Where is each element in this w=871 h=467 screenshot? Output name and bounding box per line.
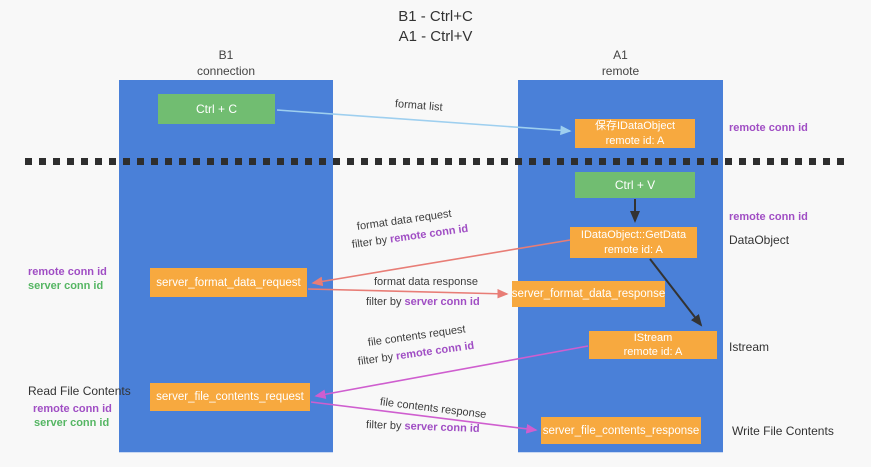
diagram-title: B1 - Ctrl+C A1 - Ctrl+V	[0, 7, 871, 46]
ctrl-v-label: Ctrl + V	[614, 178, 656, 192]
ctrl-c-label: Ctrl + C	[195, 102, 237, 116]
remote-conn-id-annotation-top: remote conn id	[729, 122, 808, 134]
format-data-response-arrow	[307, 288, 509, 299]
read-file-contents-annotation: Read File Contents	[28, 384, 131, 398]
istream-annotation: Istream	[729, 340, 770, 354]
title-line-1: B1 - Ctrl+C	[398, 8, 473, 25]
write-file-contents-annotation: Write File Contents	[732, 424, 834, 438]
server-format-data-request-label: server_format_data_request	[156, 276, 301, 289]
left-server-conn-id-annotation-2: server conn id	[34, 417, 110, 429]
server-file-contents-request-box: server_file_contents_request	[150, 383, 310, 411]
ctrl-v-box: Ctrl + V	[575, 172, 695, 198]
server-file-contents-response-label: server_file_contents_response	[542, 424, 700, 437]
server-conn-id-text: server conn id	[404, 420, 480, 435]
lane-b1-role: connection	[196, 64, 256, 79]
istream-line1: IStream	[633, 331, 673, 344]
server-format-data-response-box: server_format_data_response	[512, 281, 665, 307]
filter-by-text: filter by	[351, 234, 388, 251]
server-file-contents-request-label: server_file_contents_request	[156, 391, 304, 403]
ctrl-c-box: Ctrl + C	[158, 94, 275, 124]
filter-by-text: filter by	[366, 296, 402, 308]
format-data-response-label: format data response	[374, 276, 478, 288]
filter-by-text: filter by	[357, 351, 394, 368]
save-dataobject-line1: 保存IDataObject	[594, 120, 676, 133]
istream-box: IStream remote id: A	[589, 331, 717, 359]
left-remote-conn-id-annotation-2: remote conn id	[33, 403, 112, 415]
remote-conn-id-annotation-mid: remote conn id	[729, 211, 808, 223]
left-server-conn-id-annotation-1: server conn id	[28, 280, 104, 292]
getdata-line2: remote id: A	[604, 243, 663, 256]
save-dataobject-box: 保存IDataObject remote id: A	[575, 119, 695, 148]
lane-a1-role: remote	[601, 64, 640, 79]
file-contents-response-label: file contents response	[379, 396, 487, 421]
format-list-label: format list	[394, 98, 444, 114]
lane-header-a1: A1 remote	[518, 47, 723, 79]
getdata-line1: IDataObject::GetData	[580, 229, 687, 242]
left-remote-conn-id-annotation-1: remote conn id	[28, 266, 107, 278]
server-file-contents-response-box: server_file_contents_response	[541, 417, 701, 444]
server-conn-id-text: server conn id	[404, 296, 480, 308]
lane-a1-name: A1	[613, 48, 628, 62]
title-line-2: A1 - Ctrl+V	[398, 27, 473, 45]
idataobject-getdata-box: IDataObject::GetData remote id: A	[570, 227, 697, 258]
save-dataobject-line2: remote id: A	[605, 134, 665, 147]
filter-by-text: filter by	[365, 419, 402, 433]
istream-line2: remote id: A	[623, 346, 683, 358]
phase-separator-dashed-line	[25, 158, 845, 165]
server-format-data-request-box: server_format_data_request	[150, 268, 307, 297]
server-format-data-response-label: server_format_data_response	[511, 288, 666, 300]
lane-header-b1: B1 connection	[119, 47, 333, 79]
lane-b1-name: B1	[218, 48, 234, 62]
dataobject-annotation: DataObject	[729, 233, 790, 247]
